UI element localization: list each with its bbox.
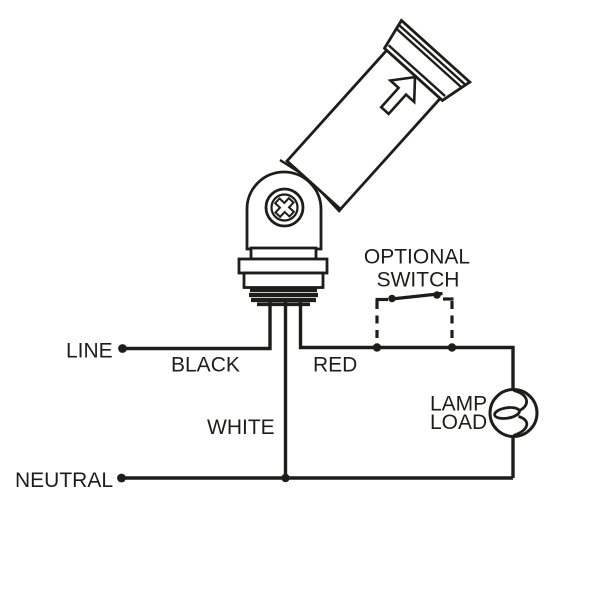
phillips-screw-icon: [264, 187, 305, 228]
base-collar: [242, 271, 325, 289]
lamp-load-symbol: [488, 388, 539, 438]
black-wire: [123, 300, 272, 351]
wiring: [117, 300, 515, 483]
optional-switch-symbol: [372, 291, 457, 352]
photocell-device: [237, 18, 473, 307]
lamp-filament-icon: [493, 389, 529, 437]
base-flange: [237, 257, 329, 275]
barrel-cap-ring-line-2: [395, 27, 463, 89]
lamp-circle: [488, 388, 539, 438]
switch-contact-dot-right: [433, 291, 441, 299]
mounting-base: [237, 246, 329, 307]
switch-junction-dot-left: [372, 343, 382, 352]
white-wire-label: WHITE: [207, 416, 275, 439]
barrel-cap-ring-line-1: [387, 44, 446, 97]
neutral-terminal-dot: [117, 473, 126, 483]
line-label: LINE: [66, 340, 113, 363]
lamp-load-label-line2: LOAD: [430, 411, 487, 434]
barrel-cap-ring-line-3: [398, 23, 467, 86]
switch-contact-dot-left: [388, 294, 396, 303]
white-neutral-junction-dot: [281, 473, 290, 483]
swivel-knuckle: [245, 170, 323, 251]
black-wire-label: BLACK: [171, 354, 240, 377]
base-neck: [249, 246, 318, 261]
barrel-cap: [382, 18, 473, 103]
threaded-nipple: [249, 287, 318, 307]
line-terminal-dot: [118, 344, 127, 353]
red-wire: [298, 300, 515, 391]
optional-switch-label-line1: OPTIONAL: [364, 246, 470, 269]
direction-arrow-icon: [379, 75, 417, 116]
screw-cross: [273, 196, 296, 219]
red-wire-label: RED: [313, 354, 357, 377]
switch-junction-dot-right: [447, 343, 457, 352]
neutral-label: NEUTRAL: [15, 469, 113, 492]
labels: LINE BLACK RED WHITE NEUTRAL OPTIONAL SW…: [15, 246, 487, 493]
optional-switch-label-line2: SWITCH: [377, 269, 460, 292]
lamp-load-label-line1: LAMP: [430, 393, 487, 416]
